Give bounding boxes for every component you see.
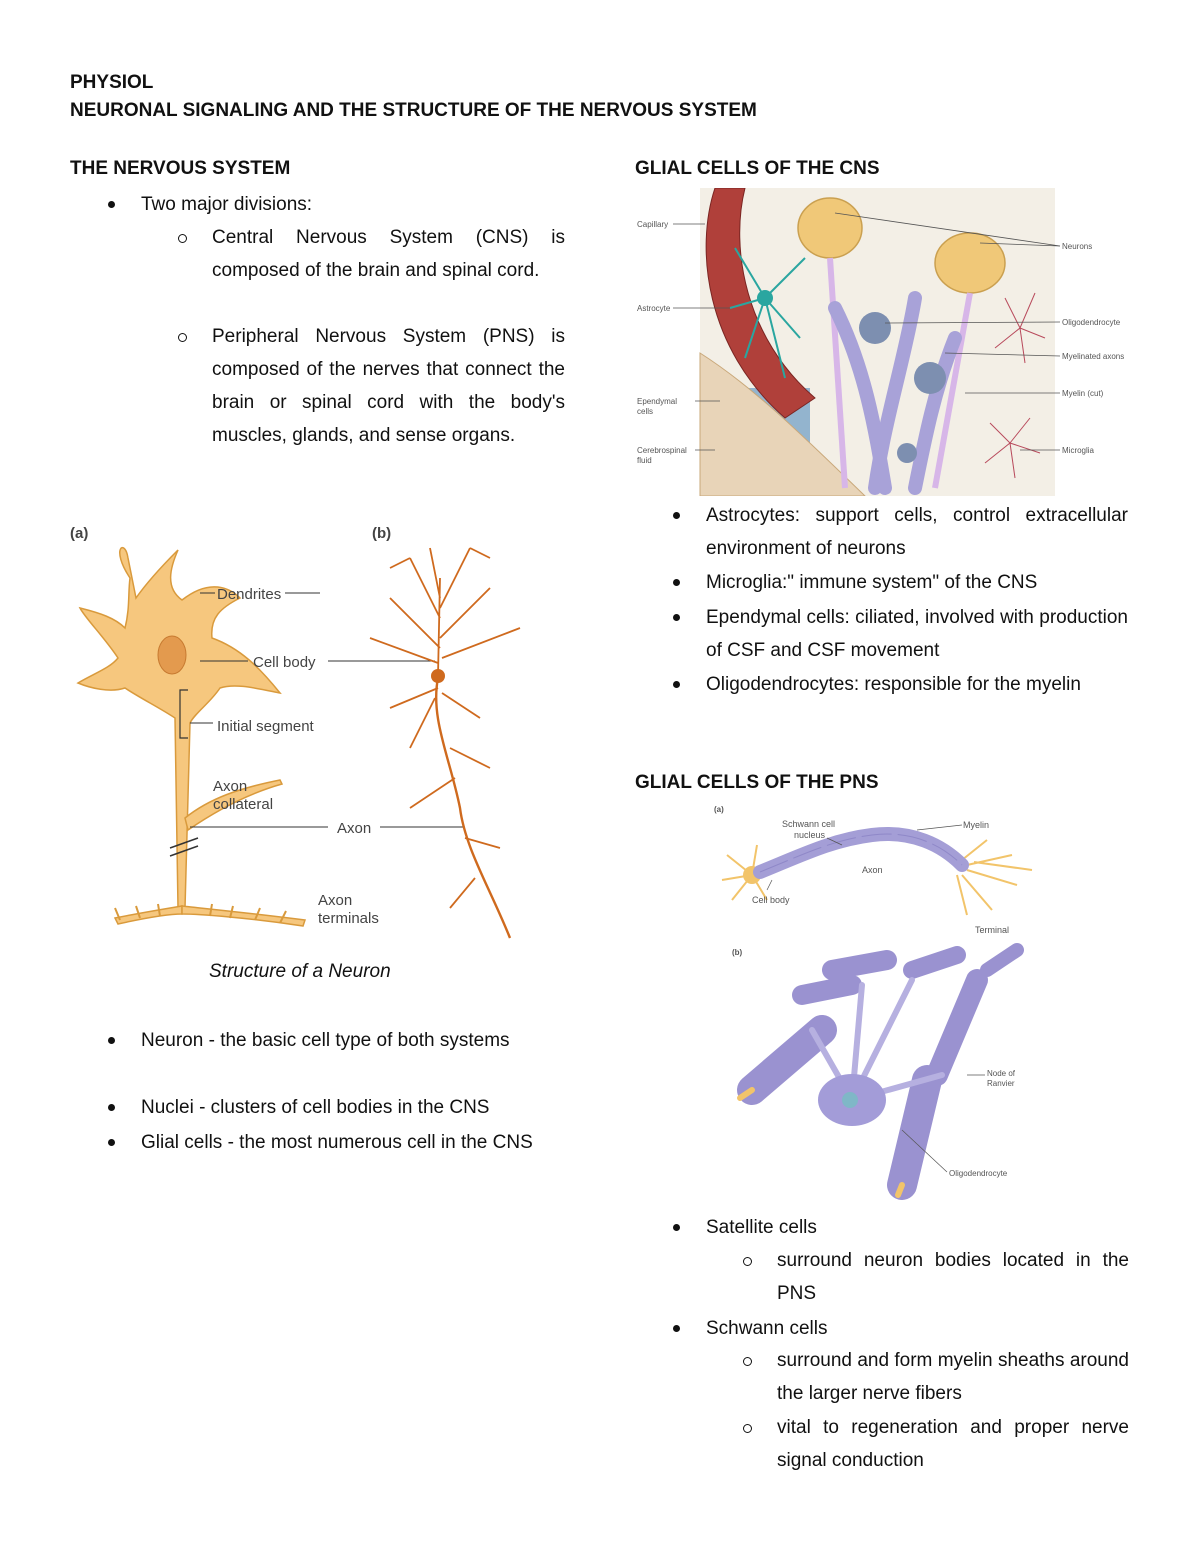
sub-bullet-circle bbox=[743, 1424, 752, 1433]
sub-bullet-circle bbox=[178, 234, 187, 243]
label-oligodendrocyte: Oligodendrocyte bbox=[1062, 318, 1121, 327]
bullet-satellite: Satellite cells bbox=[706, 1217, 817, 1238]
divisions-intro: Two major divisions: bbox=[141, 194, 313, 215]
label-schwann-2: nucleus bbox=[794, 830, 826, 840]
bullet-schwann: Schwann cells bbox=[706, 1318, 828, 1339]
panel-a-label: (a) bbox=[70, 525, 88, 542]
neuron-drawing-b bbox=[369, 547, 521, 939]
bullet-astrocytes: Astrocytes: support cells, control extra… bbox=[706, 505, 1128, 559]
neuron-drawing-a bbox=[76, 546, 307, 927]
pyramidal-soma bbox=[431, 669, 445, 683]
label-csf-2: fluid bbox=[637, 456, 652, 465]
label-oligodendrocyte-pns: Oligodendrocyte bbox=[949, 1169, 1008, 1178]
sub-bullet-circle bbox=[743, 1357, 752, 1366]
microglia bbox=[984, 292, 1046, 479]
label-microglia: Microglia bbox=[1062, 446, 1095, 455]
label-axon-collateral-1: Axon bbox=[213, 778, 247, 795]
bullet-ependymal: Ependymal cells: ciliated, involved with… bbox=[706, 607, 1128, 661]
sub-bullet-circle bbox=[178, 333, 187, 342]
label-axon-collateral-2: collateral bbox=[213, 796, 273, 813]
bullet-dot bbox=[673, 1224, 680, 1231]
label-schwann-1: Schwann cell bbox=[782, 819, 835, 829]
ependymal-layer bbox=[699, 352, 866, 496]
label-node-2: Ranvier bbox=[987, 1079, 1015, 1088]
satellite-sub: surround neuron bodies located in the PN… bbox=[777, 1250, 1129, 1304]
myelinated-axons bbox=[828, 291, 962, 495]
label-axon-pns: Axon bbox=[862, 865, 883, 875]
axon-terminal-branches bbox=[114, 903, 287, 924]
initial-segment-bracket bbox=[179, 689, 188, 739]
label-axon: Axon bbox=[337, 820, 371, 837]
label-terminal: Terminal bbox=[975, 925, 1009, 935]
bullet-dot bbox=[673, 614, 680, 621]
bullet-dot bbox=[673, 1325, 680, 1332]
label-myelin: Myelin bbox=[963, 820, 989, 830]
neurons bbox=[797, 197, 1006, 489]
pns-panel-b bbox=[737, 943, 1024, 1200]
bullet-oligodendrocytes: Oligodendrocytes: responsible for the my… bbox=[706, 674, 1081, 695]
label-neurons: Neurons bbox=[1062, 242, 1092, 251]
pns-glial-cells-figure: (a) Schwann cell nucleus Myelin Axon Cel… bbox=[714, 805, 1033, 1200]
section-heading-glial-pns: GLIAL CELLS OF THE PNS bbox=[635, 772, 879, 793]
bullet-glial: Glial cells - the most numerous cell in … bbox=[141, 1132, 533, 1153]
label-dendrites: Dendrites bbox=[217, 586, 281, 603]
bullet-microglia: Microglia:" immune system" of the CNS bbox=[706, 572, 1038, 593]
schwann-sub1: surround and form myelin sheaths around … bbox=[777, 1350, 1129, 1404]
label-myelinated-axons: Myelinated axons bbox=[1062, 352, 1124, 361]
oligodendrocyte-nucleus bbox=[842, 1092, 858, 1108]
cns-description: Central Nervous System (CNS) is composed… bbox=[212, 227, 565, 281]
label-initial-segment: Initial segment bbox=[217, 718, 315, 735]
bullet-dot bbox=[108, 1037, 115, 1044]
label-ependymal-1: Ependymal bbox=[637, 397, 677, 406]
bullet-dot bbox=[673, 579, 680, 586]
label-cell-body-pns: Cell body bbox=[752, 895, 790, 905]
label-cell-body: Cell body bbox=[253, 654, 316, 671]
cns-glial-cells-figure: Capillary Astrocyte Ependymal cells Cere… bbox=[637, 188, 1124, 496]
axon-break-mark bbox=[169, 837, 199, 857]
bullet-dot bbox=[673, 681, 680, 688]
pns-panel-a-label: (a) bbox=[714, 805, 724, 814]
course-title: PHYSIOL bbox=[70, 72, 154, 93]
label-axon-terminals-2: terminals bbox=[318, 910, 379, 927]
oligodendrocytes bbox=[859, 312, 946, 463]
pns-panel-b-label: (b) bbox=[732, 948, 743, 957]
label-node-1: Node of bbox=[987, 1069, 1016, 1078]
label-ependymal-2: cells bbox=[637, 407, 653, 416]
schwann-sub2: vital to regeneration and proper nerve s… bbox=[777, 1417, 1129, 1471]
bullet-dot bbox=[108, 201, 115, 208]
bullet-neuron: Neuron - the basic cell type of both sys… bbox=[141, 1030, 510, 1051]
figure-caption: Structure of a Neuron bbox=[209, 961, 391, 982]
bullet-dot bbox=[108, 1139, 115, 1146]
bullet-nuclei: Nuclei - clusters of cell bodies in the … bbox=[141, 1097, 490, 1118]
bullet-dot bbox=[673, 512, 680, 519]
label-axon-terminals-1: Axon bbox=[318, 892, 352, 909]
capillary bbox=[705, 188, 816, 419]
axon-cores bbox=[737, 1087, 905, 1198]
neuron-structure-figure: (a) (b) Dendrites Cell body Initial segm… bbox=[70, 525, 521, 939]
section-heading-glial-cns: GLIAL CELLS OF THE CNS bbox=[635, 158, 880, 179]
label-astrocyte: Astrocyte bbox=[637, 304, 671, 313]
pns-panel-a bbox=[721, 827, 1033, 916]
cell-nucleus bbox=[157, 635, 187, 675]
document-title: NEURONAL SIGNALING AND THE STRUCTURE OF … bbox=[70, 100, 757, 121]
panel-b-label: (b) bbox=[372, 525, 391, 542]
label-myelin-cut: Myelin (cut) bbox=[1062, 389, 1104, 398]
sub-bullet-circle bbox=[743, 1257, 752, 1266]
astrocyte bbox=[729, 247, 806, 379]
label-capillary: Capillary bbox=[637, 220, 668, 229]
pns-description: Peripheral Nervous System (PNS) is compo… bbox=[212, 326, 565, 446]
label-csf-1: Cerebrospinal bbox=[637, 446, 687, 455]
bullet-dot bbox=[108, 1104, 115, 1111]
section-heading-nervous-system: THE NERVOUS SYSTEM bbox=[70, 158, 291, 179]
